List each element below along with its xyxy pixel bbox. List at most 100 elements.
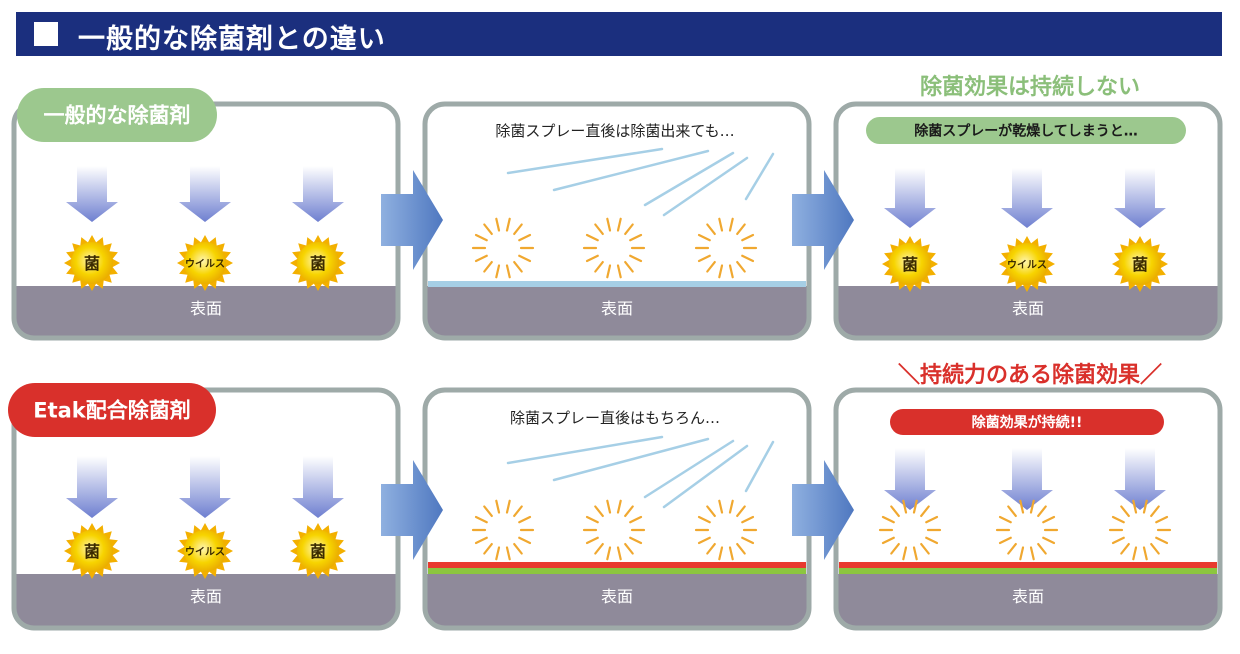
sparkle-ray	[624, 505, 634, 518]
down-arrow-icon	[179, 456, 231, 518]
surface	[14, 574, 398, 628]
surface	[425, 286, 809, 338]
sparkle-ray	[1120, 542, 1130, 555]
section-header: 一般的な除菌剤との違い	[16, 12, 1222, 56]
sparkle-ray	[474, 536, 488, 545]
sparkle-ray	[594, 542, 604, 555]
sparkle-ray	[718, 499, 724, 514]
sparkle-ray	[483, 261, 493, 273]
sparkle-ray	[697, 515, 711, 524]
sparkle-ray	[912, 546, 918, 561]
sparkle-ray	[706, 542, 716, 555]
sparkle-ray	[629, 536, 643, 545]
germ-label: 菌	[902, 255, 918, 274]
sparkle-ray	[697, 233, 711, 242]
panel-background	[425, 104, 809, 338]
sparkle-ray	[736, 505, 746, 518]
down-arrow-icon	[1114, 168, 1166, 228]
sparkle-ray	[728, 499, 734, 514]
sparkle-icon	[471, 499, 535, 561]
down-arrow-icon	[1001, 168, 1053, 228]
spray-line	[643, 151, 735, 207]
down-arrow-icon	[1114, 448, 1166, 510]
sparkle-ray	[1150, 542, 1160, 555]
spray-line	[643, 439, 735, 499]
row2-right-pill	[890, 409, 1164, 435]
germ-core	[1119, 243, 1161, 285]
spray-line	[506, 147, 664, 175]
row2-label: Etak配合除菌剤	[33, 399, 191, 423]
sparkle-ray	[616, 264, 622, 279]
sparkle-ray	[1155, 536, 1169, 545]
spray-line	[662, 444, 749, 509]
sparkle-ray	[706, 223, 716, 235]
sparkle-ray	[1132, 499, 1138, 514]
surface-label: 表面	[1012, 587, 1044, 606]
sparkle-ray	[474, 233, 488, 242]
sparkle-ray	[1037, 505, 1047, 518]
sparkle-icon	[694, 217, 758, 279]
sparkle-ray	[505, 264, 511, 279]
sparkle-ray	[925, 536, 939, 545]
sparkle-ray	[736, 542, 746, 555]
sparkle-ray	[728, 217, 734, 232]
row2-middle-caption: 除菌スプレー直後はもちろん…	[510, 409, 720, 427]
sparkle-ray	[1155, 515, 1169, 524]
arrow-icon	[792, 460, 854, 560]
down-arrow-icon	[884, 168, 936, 228]
sparkle-ray	[741, 233, 755, 242]
sparkle-ray	[1120, 505, 1130, 518]
sparkle-icon	[582, 499, 646, 561]
sparkle-ray	[518, 536, 532, 545]
sparkle-ray	[902, 546, 908, 561]
sparkle-ray	[474, 254, 488, 263]
sparkle-ray	[912, 499, 918, 514]
sparkle-ray	[629, 515, 643, 524]
spray-film	[428, 281, 806, 287]
surface	[425, 574, 809, 628]
germ-label: 菌	[1132, 255, 1148, 274]
sparkle-ray	[585, 515, 599, 524]
germ-label: ウイルス	[1007, 259, 1047, 271]
sparkle-ray	[483, 542, 493, 555]
down-arrow-icon	[884, 448, 936, 510]
row2-right-heading: ＼持続力のある除菌効果／	[898, 362, 1162, 388]
surface	[14, 286, 398, 338]
sparkle-ray	[594, 223, 604, 235]
down-arrow-icon	[66, 456, 118, 518]
sparkle-ray	[624, 261, 634, 273]
down-arrow-icon	[292, 456, 344, 518]
sparkle-ray	[741, 515, 755, 524]
sparkle-ray	[624, 223, 634, 235]
germ-core	[71, 530, 113, 572]
surface-label: 表面	[601, 299, 633, 318]
germ-core	[184, 530, 226, 572]
sparkle-ray	[624, 542, 634, 555]
surface-label: 表面	[1012, 299, 1044, 318]
down-arrow-icon	[1001, 448, 1053, 510]
sparkle-ray	[1142, 546, 1148, 561]
row2-label-bubble	[8, 383, 216, 437]
down-arrow-icon	[292, 166, 344, 222]
row1-right-pill-text: 除菌スプレーが乾燥してしまうと…	[914, 123, 1138, 140]
sparkle-ray	[1150, 505, 1160, 518]
sparkle-ray	[1042, 515, 1056, 524]
surface-label: 表面	[190, 299, 222, 318]
sparkle-ray	[881, 536, 895, 545]
sparkle-ray	[606, 546, 612, 561]
sparkle-icon	[1108, 499, 1172, 561]
sparkle-ray	[606, 217, 612, 232]
sparkle-ray	[483, 505, 493, 518]
sparkle-ray	[629, 233, 643, 242]
sparkle-ray	[1029, 546, 1035, 561]
row2-right-pill-text: 除菌効果が持続!!	[972, 414, 1083, 431]
surface-label: 表面	[601, 587, 633, 606]
spray-line	[506, 435, 664, 465]
sparkle-ray	[728, 264, 734, 279]
germ-core	[71, 242, 113, 284]
header-square-icon	[34, 22, 58, 46]
sparkle-ray	[736, 261, 746, 273]
sparkle-ray	[513, 505, 523, 518]
germ-core	[297, 242, 339, 284]
germ-core	[889, 243, 931, 285]
